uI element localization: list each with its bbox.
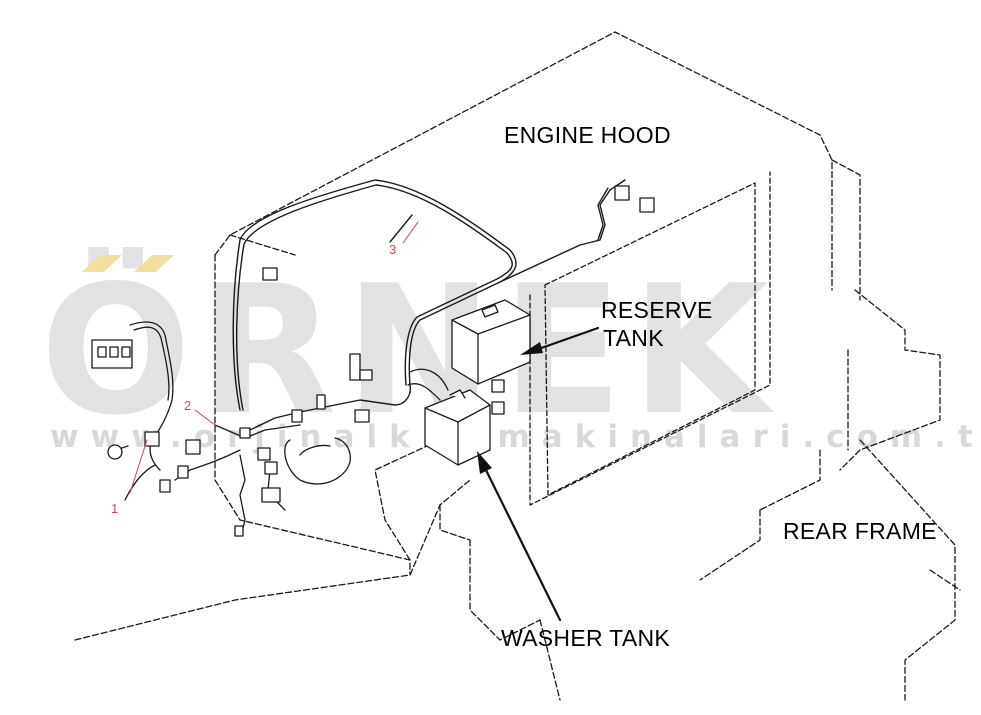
reserve-tank-label-line1: RESERVE xyxy=(601,297,713,323)
watermark-text: ÖRNEK xyxy=(40,247,777,454)
rear-window-outline xyxy=(529,171,771,506)
engine-hood-outline xyxy=(214,31,861,576)
harness-3 xyxy=(232,179,626,431)
part-number-2: 2 xyxy=(184,398,192,413)
reserve-tank xyxy=(451,299,531,385)
washer-tank-label: WASHER TANK xyxy=(501,625,671,651)
harness-1-connectors xyxy=(91,339,160,460)
part-number-3: 3 xyxy=(389,242,397,257)
umlaut-dot-left xyxy=(82,255,122,272)
part-number-1: 1 xyxy=(111,501,119,516)
washer-tank-arrow xyxy=(480,460,562,622)
umlaut-dot-right xyxy=(134,255,174,272)
watermark-url: www.orjinalkisimakinalari.com.tr xyxy=(50,419,981,455)
harness-2-connectors xyxy=(159,427,281,537)
washer-tank-arrowhead xyxy=(477,451,492,474)
engine-hood-label: ENGINE HOOD xyxy=(504,122,671,148)
part-leaders xyxy=(129,221,419,494)
arrow-heads xyxy=(477,342,543,474)
harness-2 xyxy=(174,424,351,533)
washer-tank xyxy=(424,379,505,466)
washer-hose xyxy=(407,368,449,401)
reserve-tank-arrowhead xyxy=(520,342,543,355)
rear-frame-outline xyxy=(74,289,961,701)
reserve-tank-label-line2: TANK xyxy=(603,325,664,351)
hood-connectors xyxy=(262,185,655,423)
rear-frame-label: REAR FRAME xyxy=(783,518,937,544)
